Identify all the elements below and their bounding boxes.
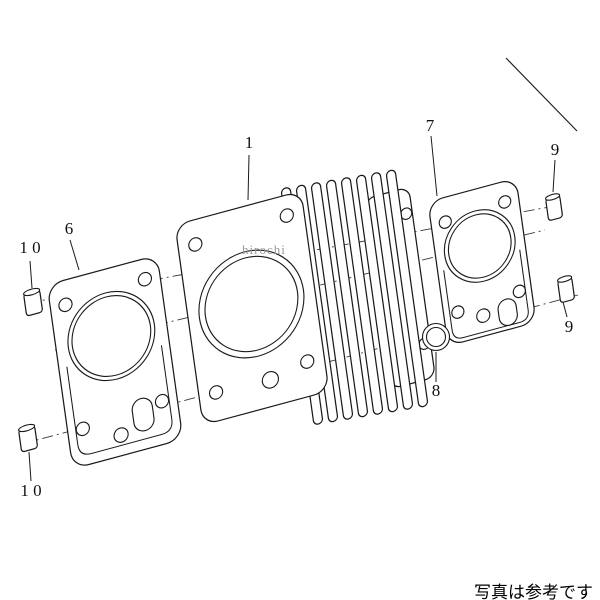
watermark-text: hirochi	[242, 242, 286, 257]
leader-line-6	[69, 239, 80, 271]
cylinder-fin	[310, 182, 354, 420]
cylinder-fin	[325, 179, 369, 418]
corner-diagonal-line	[505, 57, 578, 132]
o-ring-part	[421, 322, 451, 352]
oil-hole-icon	[476, 308, 491, 323]
oil-slot-icon	[131, 397, 155, 432]
reference-caption: 写真は参考です	[474, 583, 593, 600]
dowel-pin-right-bottom	[557, 275, 575, 303]
head-gasket-inner-line	[443, 249, 529, 339]
leader-line-9-top	[552, 159, 556, 193]
bolt-hole-icon	[512, 284, 526, 299]
gasket-bore-inner	[447, 213, 512, 279]
cylinder-fin	[340, 177, 384, 415]
leader-line-7	[430, 135, 438, 197]
dowel-pin-left-top	[23, 287, 43, 317]
base-gasket-inner-line	[66, 345, 173, 455]
bolt-hole-icon	[58, 297, 73, 313]
leader-line-10-top	[29, 260, 33, 289]
stud-hole-icon	[279, 208, 294, 223]
base-gasket-part	[48, 258, 182, 466]
pin-top-face	[18, 423, 36, 433]
leader-line-9-bottom	[562, 301, 568, 318]
cylinder-bore-inner	[204, 255, 299, 353]
part-label-9-bottom: 9	[565, 317, 574, 336]
part-label-8: 8	[432, 381, 441, 400]
pin-top-face	[545, 193, 561, 201]
cylinder-fin	[370, 172, 414, 410]
dowel-pin-left-bottom	[18, 423, 38, 453]
part-label-7: 7	[426, 116, 435, 135]
pin-top-face	[557, 275, 573, 283]
oil-hole-icon	[113, 427, 129, 443]
cylinder-part	[176, 169, 435, 425]
gasket-bore-inner	[71, 295, 152, 377]
stud-hole-icon	[300, 354, 315, 369]
cylinder-front-face	[176, 193, 328, 423]
bolt-hole-icon	[498, 195, 512, 209]
bolt-hole-icon	[154, 393, 170, 409]
stud-hole-icon	[188, 237, 203, 252]
leader-line-1	[247, 154, 250, 201]
oil-slot-icon	[497, 298, 518, 327]
cylinder-fin	[355, 174, 399, 413]
bolt-hole-icon	[137, 271, 153, 287]
part-label-1: 1	[245, 133, 254, 152]
leader-lines	[28, 135, 568, 482]
head-gasket-part	[429, 181, 535, 343]
part-label-9-top: 9	[551, 140, 560, 159]
bolt-hole-icon	[438, 215, 452, 229]
dowel-pin-right-top	[545, 193, 563, 221]
part-label-10-bottom: 1 0	[20, 481, 41, 500]
o-ring-inner	[425, 326, 447, 348]
bolt-hole-icon	[451, 305, 465, 319]
pin-top-face	[23, 287, 41, 297]
leader-line-10-bottom	[28, 451, 32, 482]
bolt-hole-icon	[75, 421, 90, 437]
cylinder-fin	[385, 169, 429, 408]
part-label-6: 6	[65, 219, 74, 238]
part-label-10-top: 1 0	[19, 238, 40, 257]
stud-hole-icon	[208, 385, 224, 400]
dowel-hole-icon	[261, 370, 279, 389]
